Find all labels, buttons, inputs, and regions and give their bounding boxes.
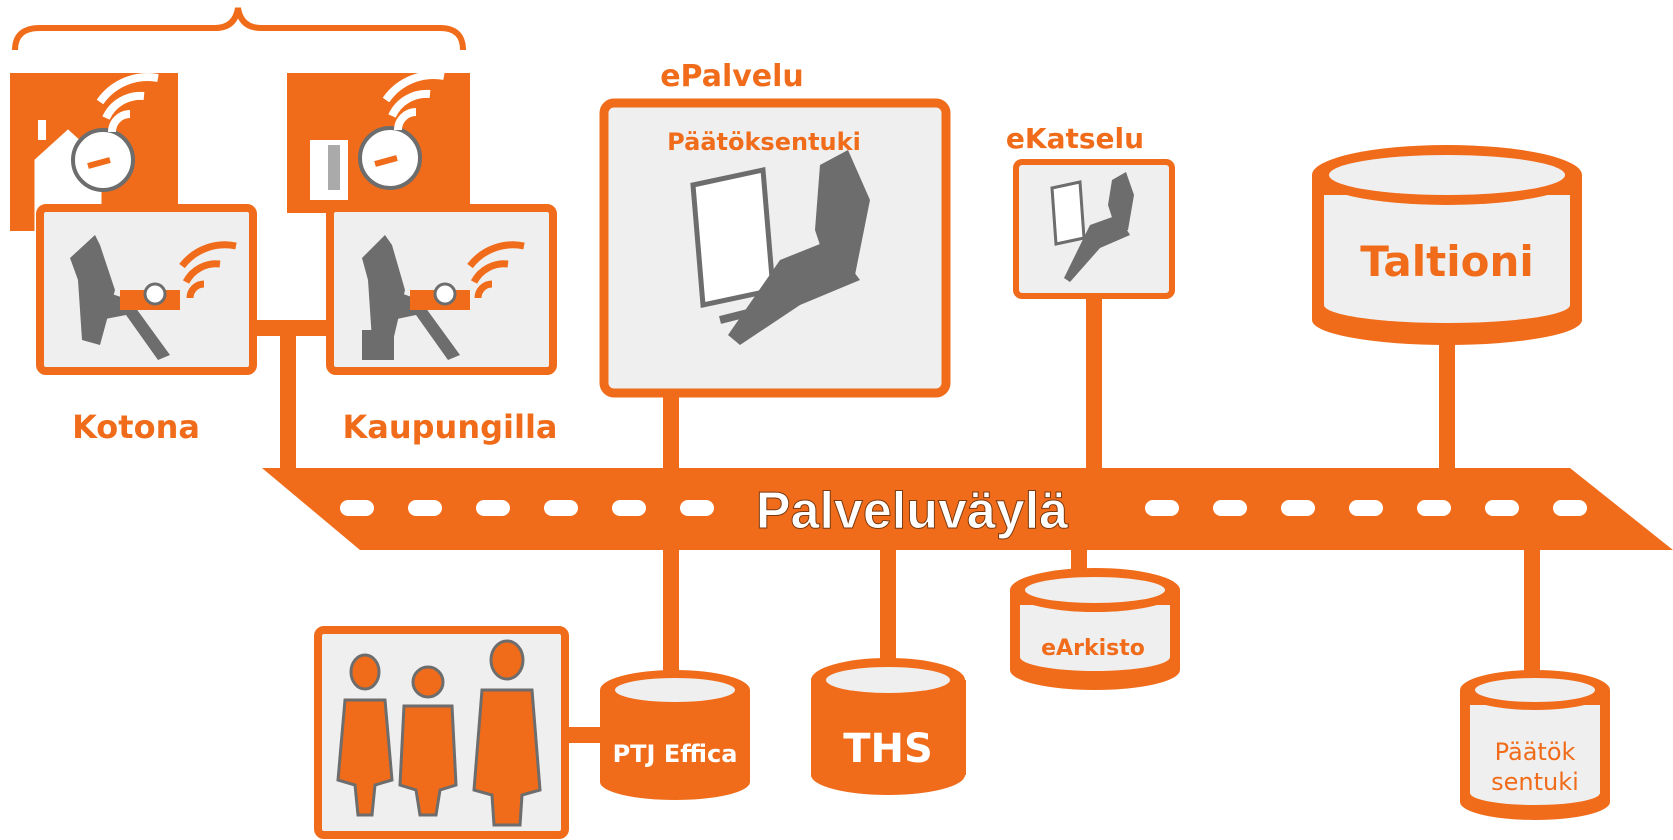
epalvelu-node: ePalvelu Päätöksentuki	[599, 59, 951, 398]
ths-node: THS	[811, 658, 966, 795]
taltioni-label: Taltioni	[1360, 237, 1534, 286]
ekatselu-label: eKatselu	[1006, 122, 1144, 155]
earkisto-node: eArkisto	[1010, 568, 1180, 690]
wifi-icon	[382, 71, 445, 131]
taltioni-node: Taltioni	[1312, 145, 1582, 345]
kotona-label: Kotona	[72, 408, 200, 446]
epalvelu-inner-label: Päätöksentuki	[667, 128, 861, 156]
epalvelu-label: ePalvelu	[660, 59, 804, 94]
kotona-node: Kotona	[36, 204, 257, 446]
person-with-device-icon	[70, 235, 180, 360]
kaupungilla-label: Kaupungilla	[342, 408, 557, 446]
staff-panel	[314, 626, 569, 839]
paatoksentuki-db-label-line1: Päätök	[1495, 738, 1576, 766]
bus-title: Palveluväylä	[756, 482, 1069, 540]
ptj-effica-node: PTJ Effica	[600, 670, 750, 800]
city-device-panel	[287, 71, 470, 213]
bus-dashes	[340, 500, 1587, 516]
paatoksentuki-db-node: Päätök sentuki	[1460, 670, 1610, 820]
service-bus: Palveluväylä	[262, 468, 1673, 550]
ths-label: THS	[843, 726, 933, 772]
earkisto-label: eArkisto	[1041, 636, 1145, 661]
person-with-device-icon	[362, 235, 470, 360]
kaupungilla-node: Kaupungilla	[326, 204, 558, 446]
person-at-computer-icon	[690, 150, 870, 345]
paatoksentuki-db-label-line2: sentuki	[1491, 768, 1579, 796]
staff-icon	[336, 639, 542, 827]
ekatselu-node: eKatselu	[1006, 122, 1175, 299]
ptj-effica-label: PTJ Effica	[613, 740, 738, 768]
person-at-computer-icon	[1050, 172, 1134, 282]
connectors	[256, 285, 1540, 743]
group-brace	[12, 7, 466, 51]
wifi-icon	[96, 73, 159, 133]
